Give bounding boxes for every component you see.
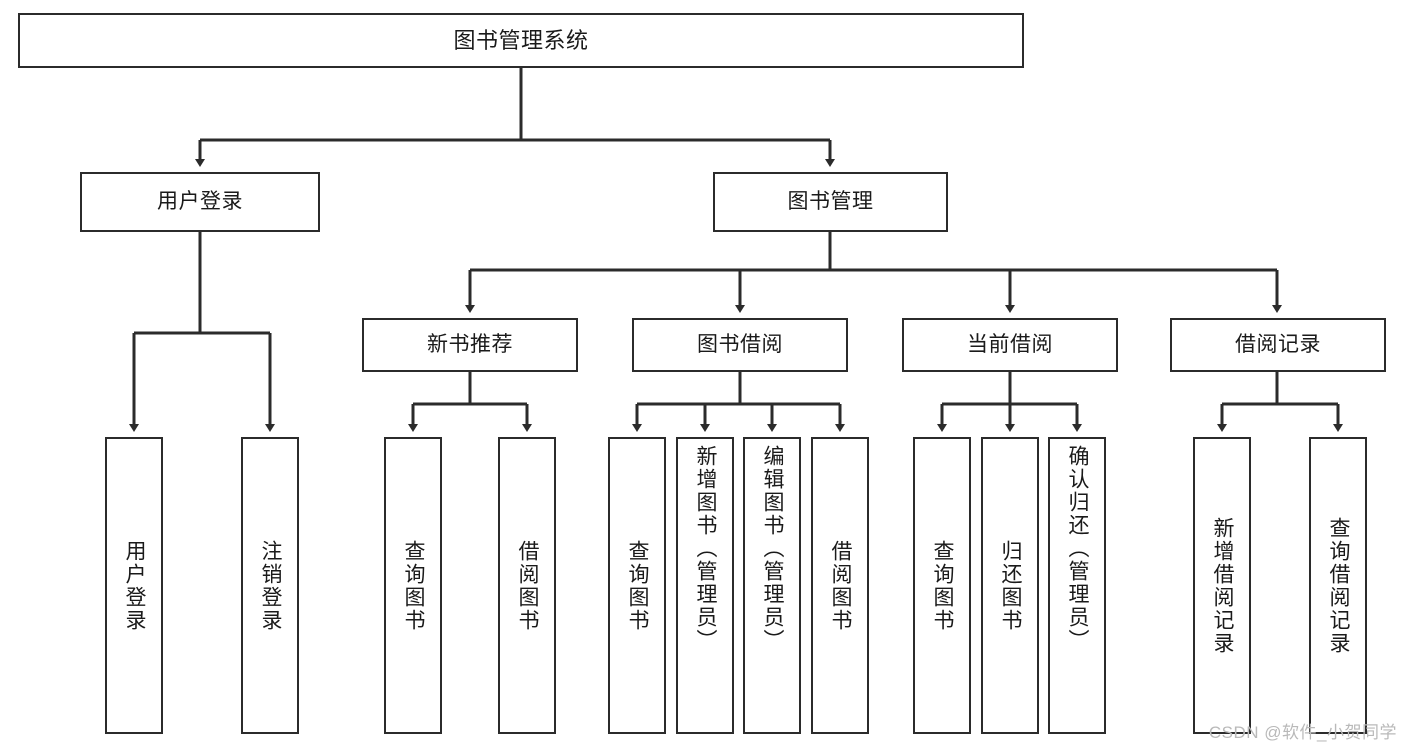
node-label: 借阅图书 (516, 539, 540, 632)
node-label: 新增借阅记录 (1211, 516, 1235, 655)
node-borrow-records[interactable]: 借阅记录 (1170, 318, 1386, 372)
leaf-borrow-edit-book[interactable]: 编辑图书（管理员） (743, 437, 801, 734)
leaf-records-add-record[interactable]: 新增借阅记录 (1193, 437, 1251, 734)
node-label: 查询图书 (931, 539, 955, 632)
leaf-user-logout[interactable]: 注销登录 (241, 437, 299, 734)
node-label: 用户登录 (157, 189, 243, 213)
node-label: 新增图书（管理员） (694, 445, 718, 652)
leaf-user-login[interactable]: 用户登录 (105, 437, 163, 734)
node-label: 借阅图书 (829, 539, 853, 632)
node-label: 图书管理 (787, 189, 874, 213)
leaf-recommend-borrow-book[interactable]: 借阅图书 (498, 437, 556, 734)
leaf-current-query-book[interactable]: 查询图书 (913, 437, 971, 734)
leaf-borrow-borrow-book[interactable]: 借阅图书 (811, 437, 869, 734)
node-label: 查询图书 (626, 539, 650, 632)
leaf-borrow-query-book[interactable]: 查询图书 (608, 437, 666, 734)
node-label: 查询图书 (402, 539, 426, 632)
node-new-book-recommend[interactable]: 新书推荐 (362, 318, 578, 372)
node-label: 归还图书 (999, 539, 1023, 632)
node-label: 图书管理系统 (453, 27, 589, 53)
node-root-system[interactable]: 图书管理系统 (18, 13, 1024, 68)
node-book-management[interactable]: 图书管理 (713, 172, 948, 232)
leaf-records-query-record[interactable]: 查询借阅记录 (1309, 437, 1367, 734)
node-book-borrow[interactable]: 图书借阅 (632, 318, 848, 372)
node-label: 图书借阅 (697, 332, 783, 356)
node-label: 注销登录 (259, 539, 283, 632)
leaf-borrow-add-book[interactable]: 新增图书（管理员） (676, 437, 734, 734)
node-label: 查询借阅记录 (1327, 516, 1351, 655)
watermark-text: CSDN @软件_小贺同学 (1208, 723, 1397, 742)
leaf-current-confirm-return[interactable]: 确认归还（管理员） (1048, 437, 1106, 734)
node-current-borrow[interactable]: 当前借阅 (902, 318, 1118, 372)
node-label: 当前借阅 (967, 332, 1053, 356)
node-label: 新书推荐 (427, 332, 513, 356)
leaf-current-return-book[interactable]: 归还图书 (981, 437, 1039, 734)
node-label: 确认归还（管理员） (1066, 445, 1090, 652)
node-label: 借阅记录 (1235, 332, 1321, 356)
node-label: 用户登录 (123, 539, 147, 632)
node-user-login[interactable]: 用户登录 (80, 172, 320, 232)
node-label: 编辑图书（管理员） (761, 445, 785, 652)
leaf-recommend-query-book[interactable]: 查询图书 (384, 437, 442, 734)
